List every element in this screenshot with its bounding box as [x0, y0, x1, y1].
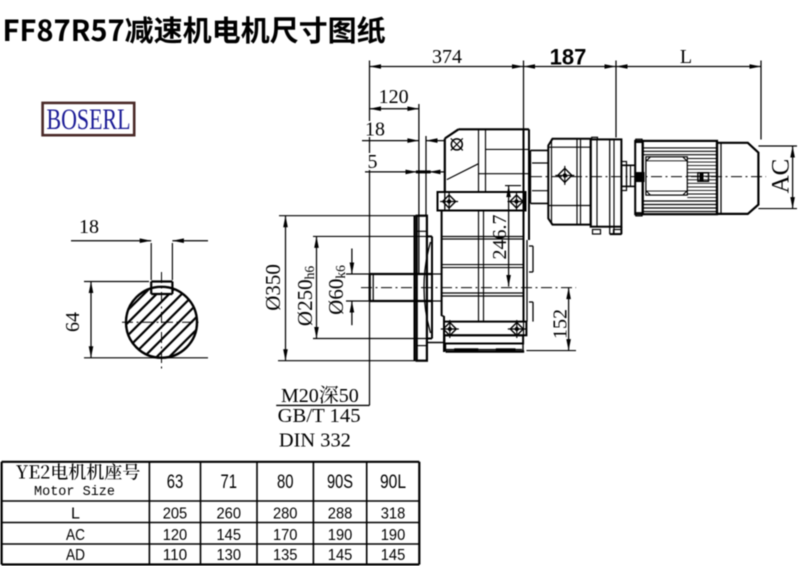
svg-text:110: 110	[163, 547, 188, 564]
svg-text:260: 260	[217, 505, 242, 522]
svg-text:145: 145	[381, 547, 406, 564]
svg-text:90S: 90S	[327, 472, 353, 493]
svg-text:AC: AC	[66, 527, 85, 544]
svg-text:L: L	[680, 46, 692, 68]
svg-text:205: 205	[163, 505, 188, 522]
svg-text:135: 135	[273, 547, 298, 564]
svg-text:145: 145	[328, 547, 353, 564]
svg-text:288: 288	[328, 505, 353, 522]
svg-text:63: 63	[167, 472, 184, 493]
svg-text:50: 50	[339, 385, 359, 407]
svg-text:170: 170	[273, 527, 298, 544]
svg-text:318: 318	[381, 505, 406, 522]
svg-text:Ø350: Ø350	[261, 264, 285, 311]
svg-text:90L: 90L	[380, 472, 406, 493]
svg-text:AD: AD	[66, 547, 85, 564]
svg-text:190: 190	[328, 527, 353, 544]
svg-text:80: 80	[277, 472, 294, 493]
svg-text:DIN 332: DIN 332	[279, 430, 351, 452]
svg-text:AC: AC	[768, 159, 795, 194]
svg-text:120: 120	[379, 86, 409, 108]
svg-text:152: 152	[550, 309, 572, 339]
svg-text:120: 120	[163, 527, 188, 544]
svg-text:145: 145	[217, 527, 242, 544]
svg-text:5: 5	[368, 151, 378, 173]
svg-text:187: 187	[550, 45, 587, 70]
svg-text:64: 64	[62, 312, 84, 332]
svg-text:BOSERL: BOSERL	[47, 103, 131, 136]
svg-text:130: 130	[217, 547, 242, 564]
svg-text:Motor Size: Motor Size	[34, 484, 115, 500]
svg-text:374: 374	[432, 46, 462, 68]
svg-text:190: 190	[381, 527, 406, 544]
svg-text:18: 18	[365, 119, 385, 141]
svg-text:18: 18	[79, 216, 99, 238]
svg-text:GB/T 145: GB/T 145	[278, 405, 361, 427]
svg-text:L: L	[71, 505, 80, 522]
svg-text:280: 280	[273, 505, 298, 522]
svg-text:246.7: 246.7	[489, 215, 511, 260]
svg-text:71: 71	[221, 472, 238, 493]
svg-text:M20: M20	[281, 385, 319, 407]
